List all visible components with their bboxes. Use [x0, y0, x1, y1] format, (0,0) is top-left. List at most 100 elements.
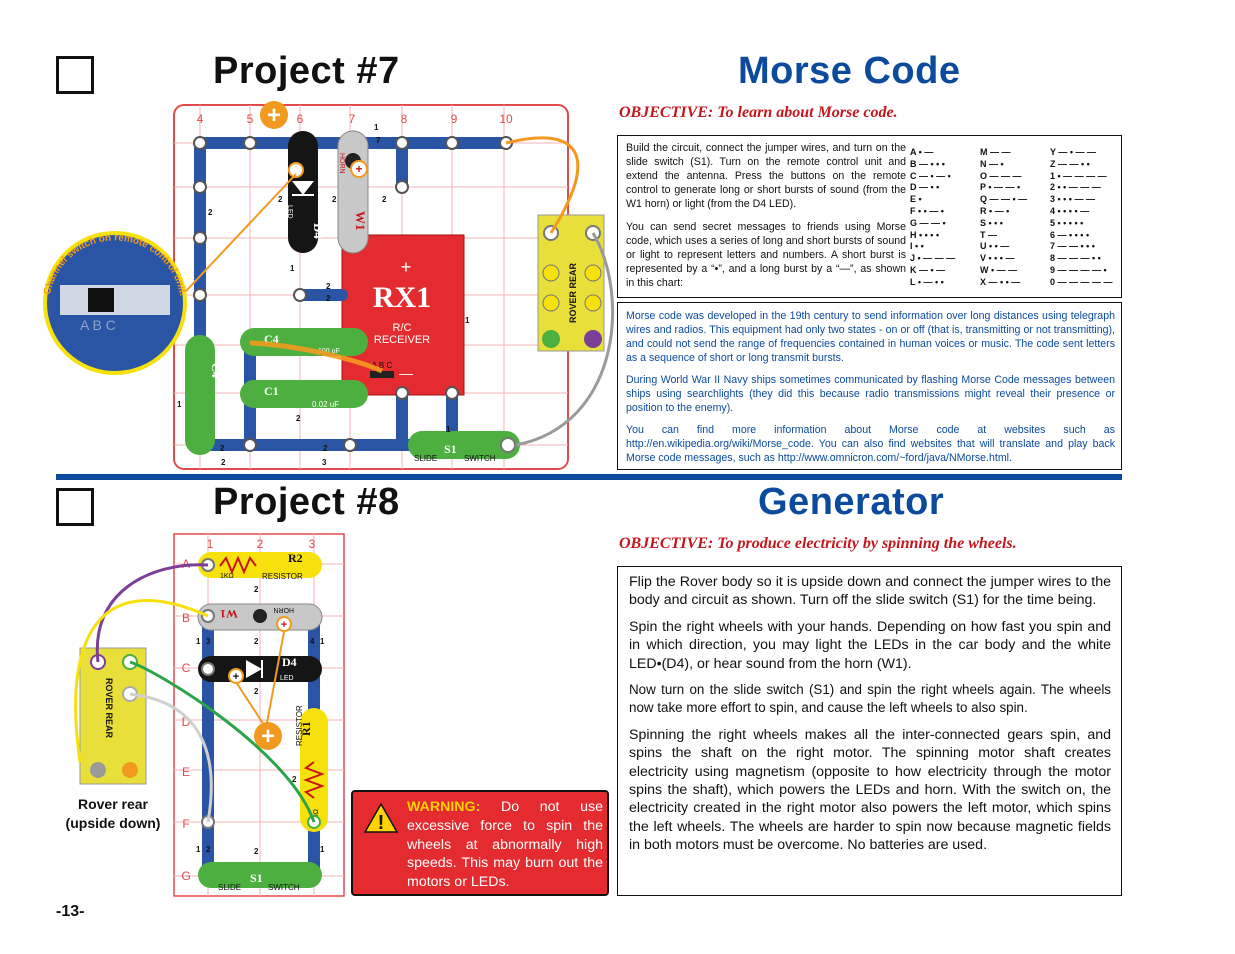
- p7-col-label: 8: [401, 112, 408, 126]
- rx1-plus: +: [401, 257, 412, 277]
- p7-col-label: 7: [349, 112, 356, 126]
- project7-title: Morse Code: [738, 50, 961, 92]
- p8-w1-plus: +: [281, 619, 287, 631]
- p8-pin-1: 1: [320, 637, 325, 646]
- morse-entry: 8 — — — • •: [1050, 253, 1101, 264]
- s1-label: S1: [444, 442, 457, 456]
- p7-history-paragraph: During World War II Navy ships sometimes…: [626, 374, 1115, 414]
- p7-col-label: 9: [451, 112, 458, 126]
- svg-text:!: !: [378, 812, 385, 834]
- rx1-label: RX1: [373, 281, 431, 314]
- morse-entry: Q — — • —: [980, 194, 1028, 205]
- morse-column-3: Y — • — —Z — — • •1 • — — — —2 • • — — —…: [1050, 147, 1113, 289]
- p7-col-label: 4: [197, 112, 204, 126]
- r2-label: R2: [288, 551, 303, 565]
- p8-paragraph: Now turn on the slide switch (S1) and sp…: [629, 682, 1111, 716]
- p7-pin-1: 1: [446, 425, 451, 434]
- morse-entry: 1 • — — — —: [1050, 170, 1107, 181]
- p8-pin-2: 2: [206, 845, 211, 854]
- project7-checkbox[interactable]: [56, 56, 94, 94]
- rx1-sub2: RECEIVER: [374, 334, 430, 346]
- p8-row-label: C: [182, 661, 191, 675]
- p7-pin-1: 1: [465, 316, 470, 325]
- project8-instructions-box: Flip the Rover body so it is upside down…: [617, 566, 1122, 896]
- p8-s1-slide-label: SLIDE: [218, 883, 241, 892]
- p8-row-label: B: [182, 611, 190, 625]
- section-divider: [56, 474, 1122, 480]
- p8-paragraph: Flip the Rover body so it is upside down…: [629, 574, 1111, 609]
- horn-label: HORN: [338, 153, 345, 174]
- p7-pin-2: 2: [382, 195, 387, 204]
- w1-plus: +: [355, 162, 362, 176]
- p8-horn-label: HORN: [273, 606, 294, 613]
- morse-entry: W • — —: [980, 264, 1018, 275]
- p7-pin-7: 7: [376, 136, 381, 145]
- p7-history-paragraph: You can find more information about Mors…: [626, 424, 1115, 464]
- p8-row-label: F: [182, 817, 189, 831]
- p7-instruction-paragraph: You can send secret messages to friends …: [626, 221, 906, 289]
- morse-entry: C — • — •: [910, 170, 951, 181]
- rx1-abc: A B C: [372, 361, 393, 370]
- s1-slide-label: SLIDE: [414, 454, 437, 463]
- p8-pin-2: 2: [254, 637, 259, 646]
- s1-switch-label: SWITCH: [464, 454, 496, 463]
- p7-pin-1: 1: [290, 264, 295, 273]
- p7-pin-3: 3: [322, 458, 327, 467]
- p8-pin-2: 2: [254, 847, 259, 856]
- morse-entry: T —: [980, 229, 997, 240]
- p7-pin-2: 2: [296, 414, 301, 423]
- inset-abc: A B C: [80, 317, 116, 333]
- p8-s1-label: S1: [250, 871, 263, 885]
- p7-pin-1: 1: [374, 123, 379, 132]
- morse-entry: F • • — •: [910, 205, 944, 216]
- morse-entry: O — — —: [980, 170, 1022, 181]
- p8-pin-3: 3: [206, 637, 211, 646]
- rx1-minus: —: [399, 365, 413, 381]
- warning-icon: !: [363, 802, 399, 834]
- p8-s1-switch-label: SWITCH: [268, 883, 300, 892]
- p8-row-label: E: [182, 765, 190, 779]
- morse-entry: P • — — •: [980, 182, 1021, 193]
- morse-entry: 0 — — — — —: [1050, 276, 1113, 287]
- morse-entry: S • • •: [980, 217, 1003, 228]
- p8-col-label: 1: [207, 537, 214, 551]
- p7-rover-label: ROVER REAR: [568, 262, 578, 323]
- caption-line-1: Rover rear: [77, 796, 149, 812]
- morse-entry: I • •: [910, 241, 924, 252]
- p7-col-label: 6: [297, 112, 304, 126]
- morse-entry: L • — • •: [910, 276, 944, 287]
- p7-pin-4: 2: [323, 444, 328, 453]
- p7-pin-2: 2: [220, 444, 225, 453]
- morse-entry: U • • —: [980, 241, 1010, 252]
- p7-pin-2: 2: [326, 294, 331, 303]
- p7-history-paragraph: Morse code was developed in the 19th cen…: [626, 310, 1115, 364]
- morse-entry: B — • • •: [910, 158, 945, 169]
- p7-col-label: 5: [247, 112, 254, 126]
- morse-entry: G — — •: [910, 217, 946, 228]
- morse-entry: R • — •: [980, 205, 1010, 216]
- p8-col-label: 2: [257, 537, 264, 551]
- p8-pin-1: 1: [320, 845, 325, 854]
- project8-title: Generator: [758, 481, 945, 523]
- p8-paragraph: Spinning the right wheels makes all the …: [629, 726, 1111, 854]
- morse-entry: J • — — —: [910, 253, 956, 264]
- d4-led-label: LED: [286, 205, 293, 219]
- project8-objective: OBJECTIVE: To produce electricity by spi…: [619, 535, 1017, 552]
- project7-objective: OBJECTIVE: To learn about Morse code.: [619, 104, 898, 121]
- morse-entry: K — • —: [910, 264, 946, 275]
- morse-entry: E •: [910, 194, 922, 205]
- warning-box: ! WARNING: Do not use excessive force to…: [351, 790, 609, 896]
- project7-number: Project #7: [213, 50, 400, 92]
- warning-body: Do not use excessive force to spin the w…: [407, 799, 603, 891]
- r1-resistor-label: RESISTOR: [295, 705, 304, 746]
- project8-number: Project #8: [213, 481, 400, 523]
- morse-entry: 6 — • • • •: [1050, 229, 1090, 240]
- morse-entry: M — —: [980, 147, 1011, 157]
- p8-rover-label: ROVER REAR: [104, 678, 114, 739]
- project8-checkbox[interactable]: [56, 488, 94, 526]
- p7-pin-2: 2: [221, 458, 226, 467]
- p8-d4-label: D4: [282, 655, 297, 669]
- morse-entry: X — • • —: [980, 276, 1021, 287]
- c1-label: C1: [264, 384, 279, 398]
- p8-pin-2: 2: [292, 775, 297, 784]
